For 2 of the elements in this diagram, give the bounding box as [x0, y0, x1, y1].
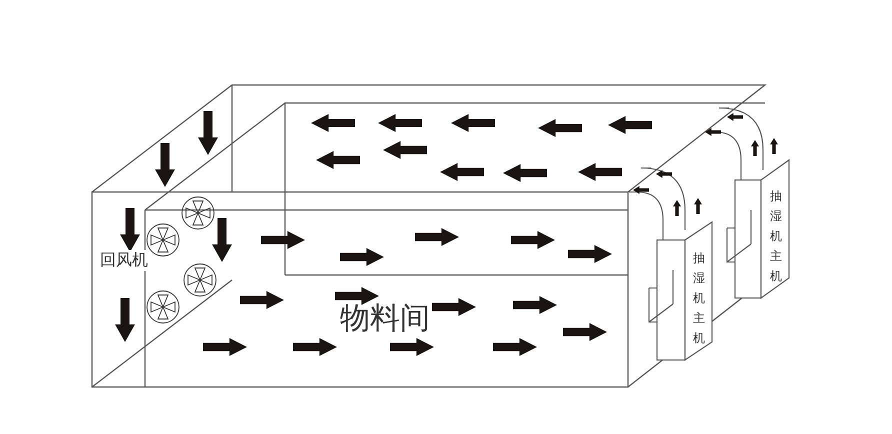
room-label: 物料间 — [300, 290, 470, 346]
fan-label: 回风机 — [100, 250, 148, 271]
